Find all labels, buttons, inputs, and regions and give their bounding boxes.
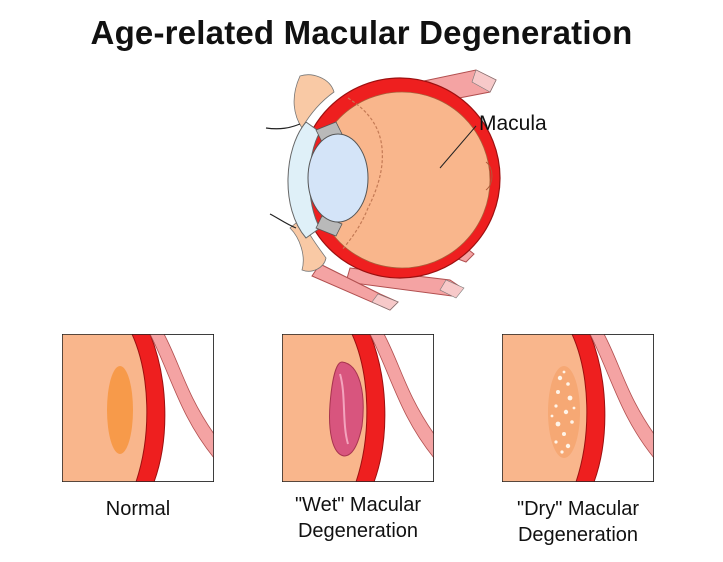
macula-wet bbox=[329, 361, 364, 457]
caption-wet: "Wet" Macular Degeneration bbox=[270, 492, 446, 544]
iris-lower bbox=[315, 215, 343, 237]
caption-normal-line1: Normal bbox=[105, 498, 171, 520]
panel-wet bbox=[282, 334, 434, 482]
macula-label: Macula bbox=[479, 112, 547, 135]
lower-eyelash bbox=[269, 213, 297, 229]
caption-wet-line2: Degeneration bbox=[297, 520, 419, 542]
upper-eyelash bbox=[265, 123, 301, 130]
macula-normal bbox=[107, 366, 133, 454]
caption-dry-line2: Degeneration bbox=[517, 524, 639, 546]
lens bbox=[307, 133, 369, 223]
caption-dry: "Dry" Macular Degeneration bbox=[490, 496, 666, 548]
optic-disc bbox=[485, 161, 493, 191]
caption-dry-line1: "Dry" Macular bbox=[517, 498, 639, 520]
retina-line bbox=[341, 97, 383, 251]
eye-cross-section-diagram bbox=[265, 69, 501, 311]
upper-eyelid bbox=[293, 74, 335, 129]
caption-wet-line1: "Wet" Macular bbox=[294, 494, 422, 516]
panel-dry bbox=[502, 334, 654, 482]
macula-pointer-line bbox=[439, 125, 477, 169]
panel-normal bbox=[62, 334, 214, 482]
page-title: Age-related Macular Degeneration bbox=[90, 14, 633, 51]
caption-normal: Normal bbox=[62, 496, 214, 522]
drusen-deposits bbox=[550, 370, 576, 454]
